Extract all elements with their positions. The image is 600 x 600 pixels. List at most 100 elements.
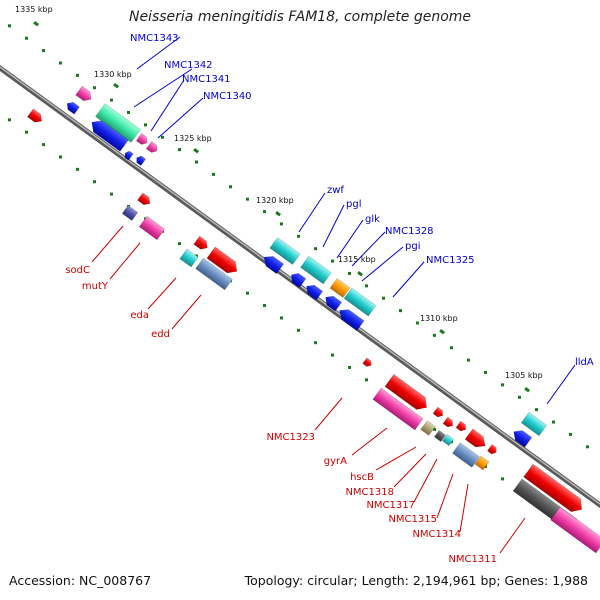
gene-label-glk[interactable]: glk — [365, 214, 380, 225]
map-title: Neisseria meningitidis FAM18, complete g… — [128, 9, 472, 25]
tick-dot — [42, 49, 45, 53]
gene-block[interactable] — [474, 455, 490, 471]
gene-label-nmc1323[interactable]: NMC1323 — [266, 432, 315, 443]
gene-block[interactable] — [193, 235, 210, 252]
gene-block[interactable] — [372, 387, 424, 431]
gene-block[interactable] — [523, 463, 587, 516]
gene-block[interactable] — [336, 305, 365, 331]
gene-label-nmc1343[interactable]: NMC1343 — [130, 33, 179, 44]
tick-dot — [8, 118, 11, 122]
gene-block[interactable] — [121, 205, 139, 221]
gene-label-nmc1317[interactable]: NMC1317 — [366, 500, 415, 511]
tick-dot — [501, 477, 504, 481]
gene-block[interactable] — [550, 506, 600, 554]
gene-label-llda[interactable]: lldA — [575, 357, 594, 368]
ruler-tick — [193, 148, 200, 154]
gene-block[interactable] — [138, 215, 166, 241]
topology-text: Topology: circular; Length: 2,194,961 bp… — [244, 573, 588, 588]
gene-block[interactable] — [300, 255, 332, 285]
tick-dot — [25, 130, 28, 134]
gene-label-eda[interactable]: eda — [130, 310, 149, 321]
gene-block[interactable] — [452, 442, 480, 468]
gene-label-pgl[interactable]: pgl — [346, 199, 361, 210]
gene-block[interactable] — [288, 270, 307, 288]
gene-block[interactable] — [455, 420, 468, 433]
kbp-labels: 1335 kbp 1330 kbp 1325 kbp 1320 kbp 1315… — [15, 5, 543, 380]
tick-dot — [382, 296, 385, 300]
gene-block[interactable] — [384, 374, 431, 413]
gene-label-nmc1314[interactable]: NMC1314 — [412, 529, 461, 540]
gene-label-nmc1318[interactable]: NMC1318 — [345, 487, 394, 498]
gene-block[interactable] — [195, 257, 233, 291]
ruler-tick — [33, 21, 40, 27]
gene-label-nmc1340[interactable]: NMC1340 — [203, 91, 252, 102]
gene-block[interactable] — [343, 287, 377, 317]
labels-reverse-strand: sodC mutY eda edd NMC1323 gyrA hscB NMC1… — [65, 265, 497, 565]
tick-dot — [144, 123, 147, 127]
gene-block[interactable] — [206, 246, 241, 277]
tick-dot — [93, 86, 96, 90]
gene-block[interactable] — [75, 85, 95, 104]
gene-label-edd[interactable]: edd — [151, 329, 170, 340]
gene-block[interactable] — [442, 434, 454, 446]
gene-block[interactable] — [88, 117, 129, 152]
ruler-tick — [357, 271, 364, 277]
gene-label-sodc[interactable]: sodC — [65, 265, 90, 276]
gene-block[interactable] — [65, 100, 80, 115]
gene-block[interactable] — [135, 133, 149, 146]
gene-block[interactable] — [329, 278, 351, 298]
tick-dot — [331, 353, 334, 357]
gene-block[interactable] — [442, 416, 455, 429]
tick-dot — [263, 304, 266, 308]
gene-block[interactable] — [510, 427, 533, 448]
tick-dot — [399, 309, 402, 313]
tick-dot — [178, 242, 181, 246]
gene-label-nmc1342[interactable]: NMC1342 — [164, 60, 213, 71]
tick-dot — [331, 259, 334, 263]
gene-block[interactable] — [134, 154, 146, 166]
gene-block[interactable] — [434, 430, 446, 442]
tick-dot — [195, 160, 198, 164]
gene-block[interactable] — [520, 411, 548, 437]
tick-dot — [93, 180, 96, 184]
gene-block[interactable] — [269, 237, 301, 265]
gene-label-pgi[interactable]: pgi — [405, 241, 420, 252]
gene-block[interactable] — [137, 192, 153, 207]
gene-block[interactable] — [464, 428, 489, 451]
gene-block[interactable] — [420, 420, 436, 436]
gene-block[interactable] — [123, 150, 134, 161]
gene-block[interactable] — [362, 357, 374, 368]
tick-dot — [416, 321, 419, 325]
tick-dot — [501, 383, 504, 387]
tick-dot — [467, 358, 470, 362]
tick-dot — [365, 284, 368, 288]
tick-dot — [314, 247, 317, 251]
gene-block[interactable] — [27, 108, 44, 125]
gene-label-nmc1311[interactable]: NMC1311 — [448, 554, 497, 565]
tick-dot — [450, 346, 453, 350]
gene-label-nmc1328[interactable]: NMC1328 — [385, 226, 434, 237]
gene-label-hscb[interactable]: hscB — [350, 472, 374, 483]
tick-dot — [246, 291, 249, 295]
tick-dot — [263, 210, 266, 214]
tick-dot — [25, 36, 28, 40]
gene-block[interactable] — [260, 252, 284, 275]
gene-label-muty[interactable]: mutY — [82, 281, 109, 292]
gene-block[interactable] — [432, 406, 445, 419]
gene-block[interactable] — [303, 282, 324, 301]
gene-label-nmc1325[interactable]: NMC1325 — [426, 255, 475, 266]
tick-dot — [59, 155, 62, 159]
gene-block[interactable] — [145, 141, 159, 154]
gene-label-gyra[interactable]: gyrA — [324, 456, 347, 467]
gene-block[interactable] — [322, 293, 343, 312]
gene-block[interactable] — [487, 444, 498, 455]
tick-dot — [569, 432, 572, 436]
gene-block[interactable] — [95, 103, 141, 143]
tick-dot — [297, 328, 300, 332]
gene-label-zwf[interactable]: zwf — [327, 185, 344, 196]
gene-block[interactable] — [179, 248, 199, 268]
gene-label-nmc1341[interactable]: NMC1341 — [182, 74, 231, 85]
gene-label-nmc1315[interactable]: NMC1315 — [388, 514, 437, 525]
kbp-label: 1325 kbp — [174, 134, 212, 143]
tick-dot — [195, 254, 198, 258]
